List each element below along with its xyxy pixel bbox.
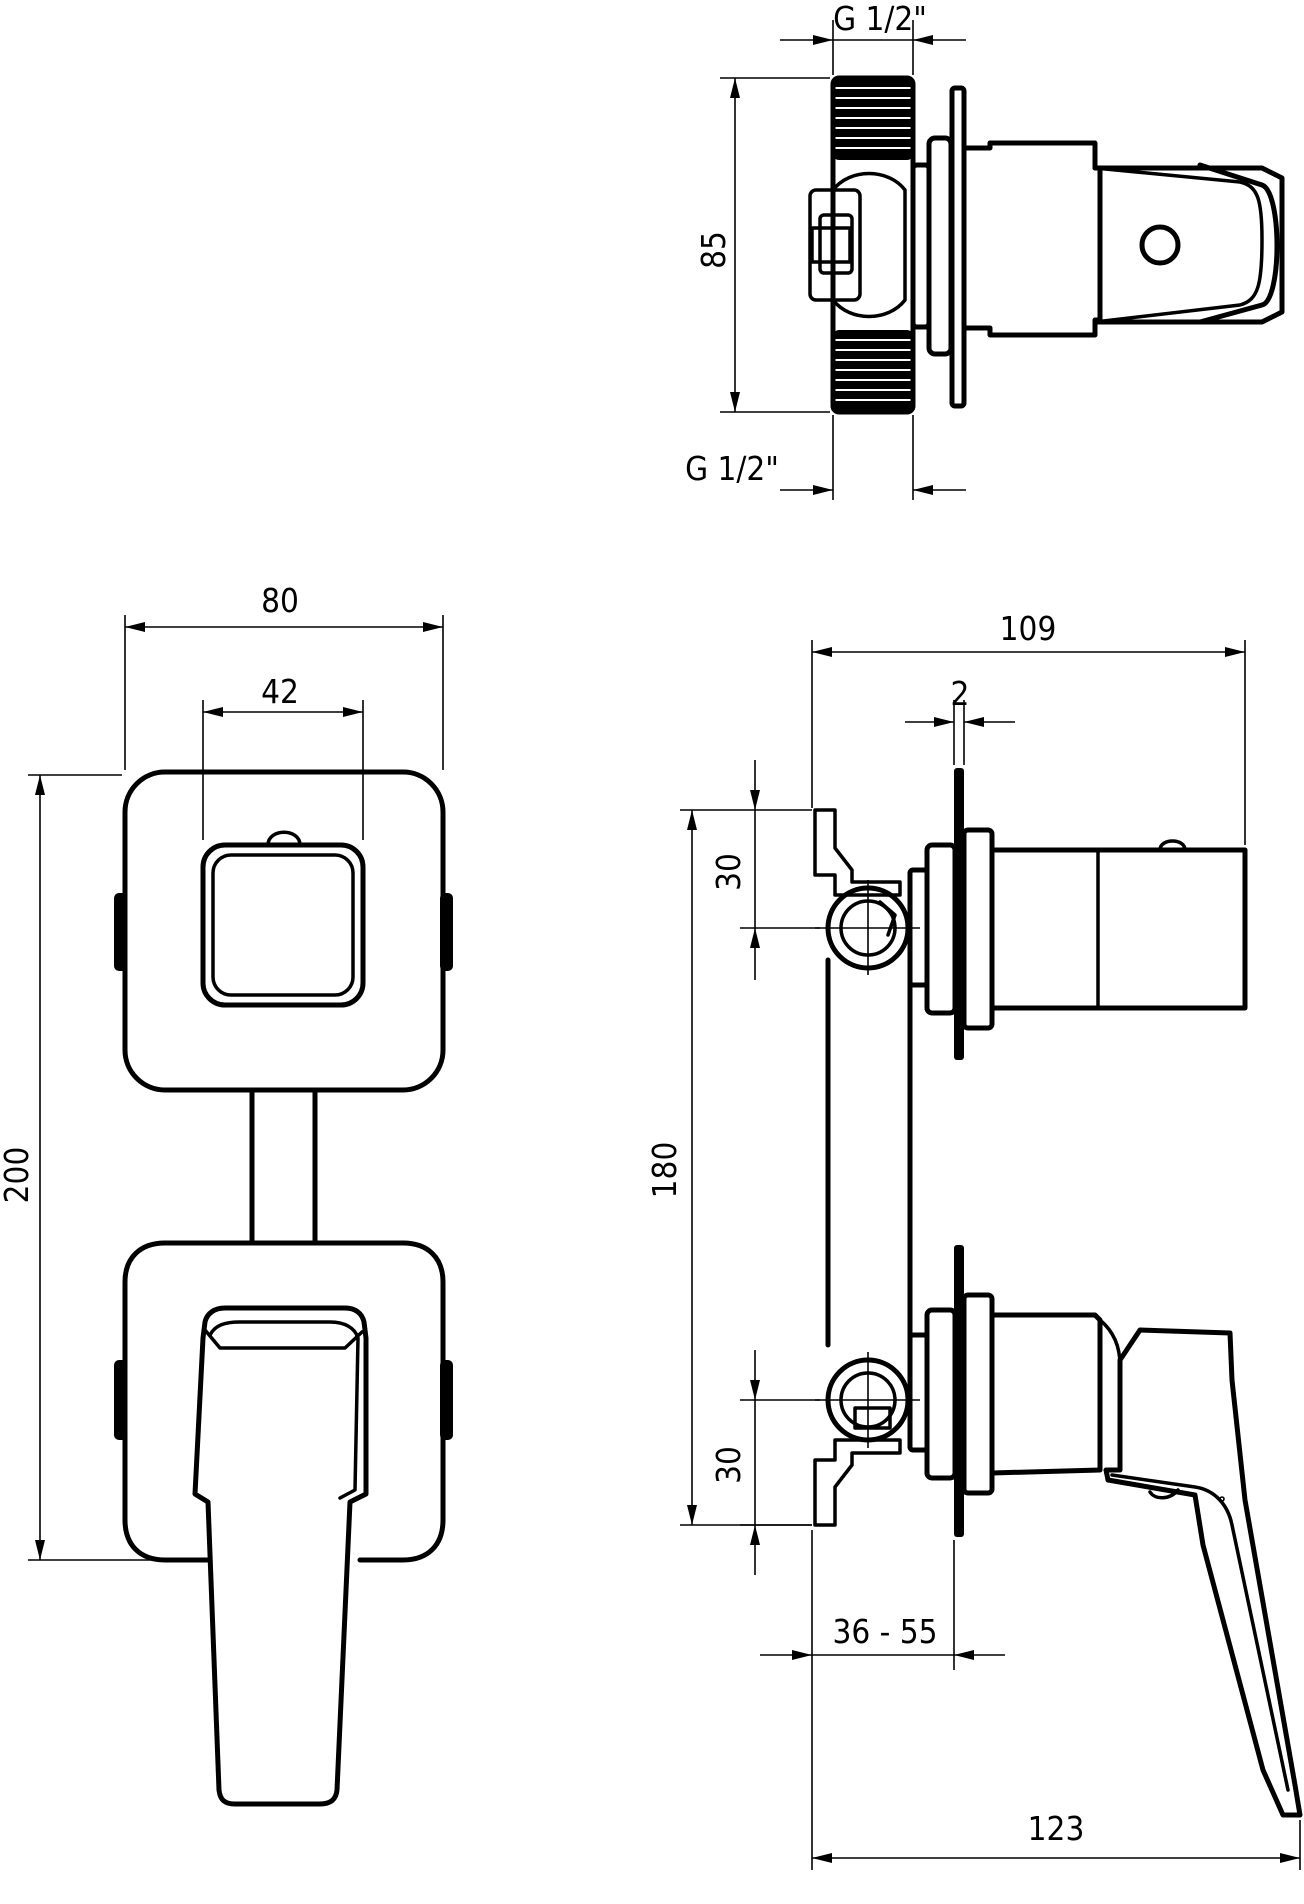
dim-axis-spacing: 180 xyxy=(645,809,812,1526)
dim-top-width: G 1/2" xyxy=(780,0,966,75)
dim-plate-thickness: 2 xyxy=(905,674,1015,765)
dim-label-side-depth: 109 xyxy=(1000,609,1057,648)
mounting-bracket xyxy=(813,808,920,1527)
front-view: 80 42 200 xyxy=(0,581,453,1807)
cover-plate-top xyxy=(910,85,967,409)
dim-label-front-inner-width: 42 xyxy=(261,672,299,711)
dim-label-top-connection: G 1/2" xyxy=(833,0,927,38)
dim-label-plate-thickness: 2 xyxy=(951,674,970,713)
dim-front-width: 80 xyxy=(124,581,444,770)
dim-upper-axis-offset: 30 xyxy=(709,760,820,980)
dim-lever-depth: 123 xyxy=(812,1809,1301,1870)
dim-label-axis-spacing: 180 xyxy=(645,1142,684,1199)
lower-valve-body xyxy=(907,1245,1122,1537)
upper-rosette xyxy=(114,769,453,1093)
lever-handle xyxy=(192,1305,369,1807)
dim-front-inner-width: 42 xyxy=(202,672,364,840)
dim-label-upper-axis-offset: 30 xyxy=(709,853,748,891)
side-view: 109 2 30 180 xyxy=(645,609,1303,1870)
dim-lower-axis-offset: 30 xyxy=(709,1350,820,1575)
lower-pipe-fitting xyxy=(815,1352,920,1448)
dim-label-lever-depth: 123 xyxy=(1028,1809,1085,1848)
handle-top xyxy=(961,140,1285,338)
dim-label-bottom-connection: G 1/2" xyxy=(685,449,779,488)
upper-pipe-fitting xyxy=(815,880,920,975)
upper-valve-body xyxy=(907,768,1248,1060)
top-view: G 1/2" 85 G 1/2" xyxy=(685,0,1285,500)
dim-label-installation-depth: 36 - 55 xyxy=(832,1612,937,1651)
side-lever xyxy=(1103,1327,1303,1818)
dim-label-front-height: 200 xyxy=(0,1147,36,1204)
dim-label-front-width: 80 xyxy=(261,581,299,620)
threaded-connector xyxy=(808,75,916,415)
dim-bottom-width: G 1/2" xyxy=(685,415,966,500)
dim-front-height: 200 xyxy=(0,774,200,1561)
dim-top-height: 85 xyxy=(694,77,830,413)
dim-label-lower-axis-offset: 30 xyxy=(709,1446,748,1484)
lower-rosette xyxy=(114,1240,453,1563)
dim-side-depth: 109 xyxy=(811,609,1246,845)
dim-label-top-height: 85 xyxy=(694,231,733,269)
dim-installation-depth: 36 - 55 xyxy=(760,1530,1005,1870)
connecting-rod xyxy=(249,1087,318,1246)
